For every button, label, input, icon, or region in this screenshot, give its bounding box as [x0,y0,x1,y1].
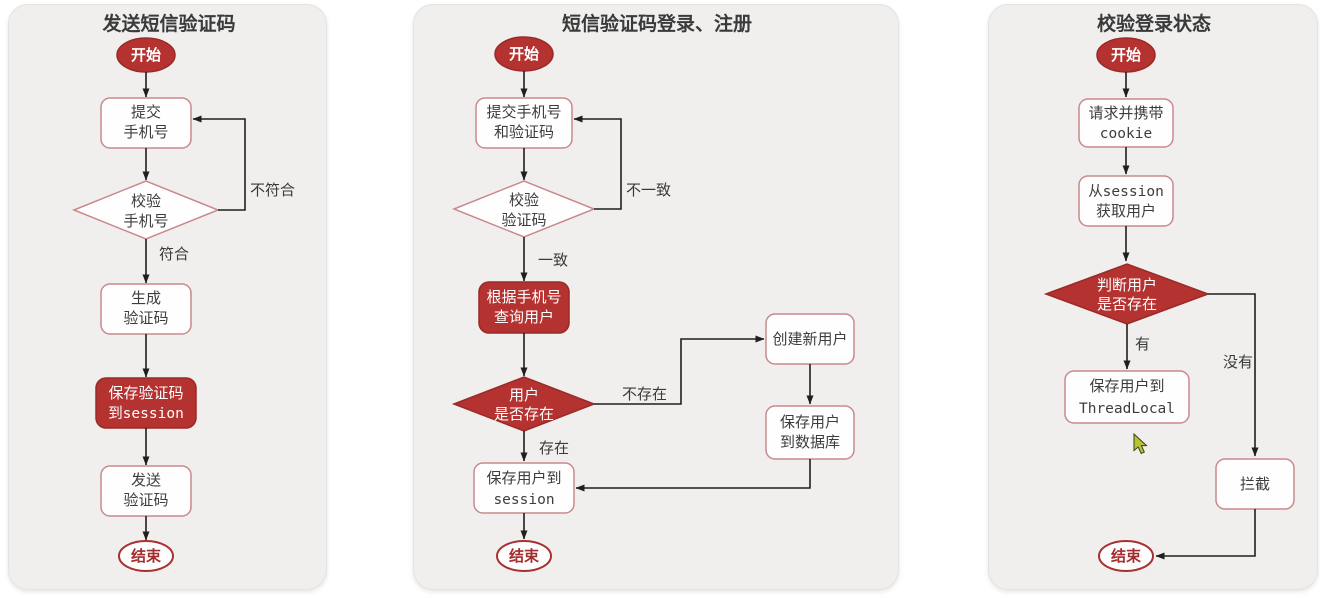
submit-line2: 和验证码 [494,123,554,141]
start-node-label: 开始 [509,45,539,63]
save-session-line1: 保存用户到 [486,469,561,487]
end-node-label: 结束 [131,547,162,565]
save-code-line2: 到session [108,405,184,422]
end-node [118,540,174,572]
edge-exist-label: 存在 [539,439,569,457]
generate-code-line1: 生成 [131,289,161,307]
request-cookie-line1: 请求并携带 [1088,104,1163,122]
check-code-line1: 校验 [509,191,539,209]
judge-user-line2: 是否存在 [1097,295,1157,313]
edge-no-path [1208,293,1259,457]
save-session-line2: session [493,492,554,508]
save-threadlocal-line2: ThreadLocal [1079,401,1175,417]
query-user-line1: 根据手机号 [486,288,561,306]
submit-phone-line2: 手机号 [123,123,168,141]
save-db-line1: 保存用户 [780,413,840,431]
flow-canvas-3: 校验登录状态 开始 请求并携带 cookie 从session 获取用户 判断用… [1043,12,1295,572]
send-code-line1: 发送 [131,471,161,489]
user-exists-line2: 是否存在 [494,405,554,423]
judge-user-line1: 判断用户 [1097,276,1157,294]
end-node [496,540,552,572]
panel-send-sms-code: 发送短信验证码 开始 提交 手机号 校验 手机号 不符合 符合 生成 验证码 保… [8,4,327,590]
check-phone-line1: 校验 [131,192,161,210]
check-code-line2: 验证码 [501,211,546,229]
check-phone-line2: 手机号 [123,212,168,230]
query-user-line2: 查询用户 [494,308,554,326]
request-cookie-line2: cookie [1100,126,1152,142]
edge-not-exist-path [594,335,765,405]
edge-savedb-to-session [575,459,811,492]
edge-yes-label: 有 [1135,335,1150,353]
save-threadlocal-line1: 保存用户到 [1089,377,1164,395]
edge-match-label: 符合 [159,245,189,263]
edge-not-exist-label: 不存在 [622,385,667,403]
flow-canvas-1: 发送短信验证码 开始 提交 手机号 校验 手机号 不符合 符合 生成 验证码 保… [71,12,295,572]
edge-match-label: 一致 [538,251,568,269]
save-code-line1: 保存验证码 [108,384,183,402]
end-node-label: 结束 [509,547,540,565]
mouse-cursor-icon [1133,432,1148,455]
submit-phone-line1: 提交 [131,103,161,121]
end-node [1098,540,1154,572]
end-node-label: 结束 [1111,547,1142,565]
flow-canvas-2: 短信验证码登录、注册 开始 提交手机号 和验证码 校验 验证码 不一致 一致 根… [451,12,855,572]
send-code-line2: 验证码 [123,491,168,509]
flow-title: 发送短信验证码 [101,12,235,35]
judge-user-decision [1043,263,1211,325]
user-exists-line1: 用户 [509,386,539,404]
save-threadlocal-node [1064,370,1190,424]
edge-intercept-to-end [1155,509,1256,560]
submit-line1: 提交手机号 [486,103,561,121]
edge-mismatch-loop [573,115,622,210]
check-phone-decision [71,180,221,240]
panel-sms-login-register: 短信验证码登录、注册 开始 提交手机号 和验证码 校验 验证码 不一致 一致 根… [413,4,899,590]
edge-not-match-label: 不符合 [250,181,295,199]
start-node-label: 开始 [131,46,161,64]
get-user-line1: 从session [1088,184,1164,200]
flow-title: 短信验证码登录、注册 [562,12,752,35]
panel-check-login-state: 校验登录状态 开始 请求并携带 cookie 从session 获取用户 判断用… [988,4,1318,590]
create-user-label: 创建新用户 [772,330,847,348]
edge-mismatch-label: 不一致 [626,181,671,199]
intercept-label: 拦截 [1240,475,1270,493]
get-user-line2: 获取用户 [1096,202,1156,220]
start-node-label: 开始 [1111,46,1141,64]
save-db-line2: 到数据库 [780,433,840,451]
flow-title: 校验登录状态 [1097,12,1211,35]
edge-no-label: 没有 [1223,353,1253,371]
edge-not-match-loop [192,115,246,211]
generate-code-line2: 验证码 [123,309,168,327]
